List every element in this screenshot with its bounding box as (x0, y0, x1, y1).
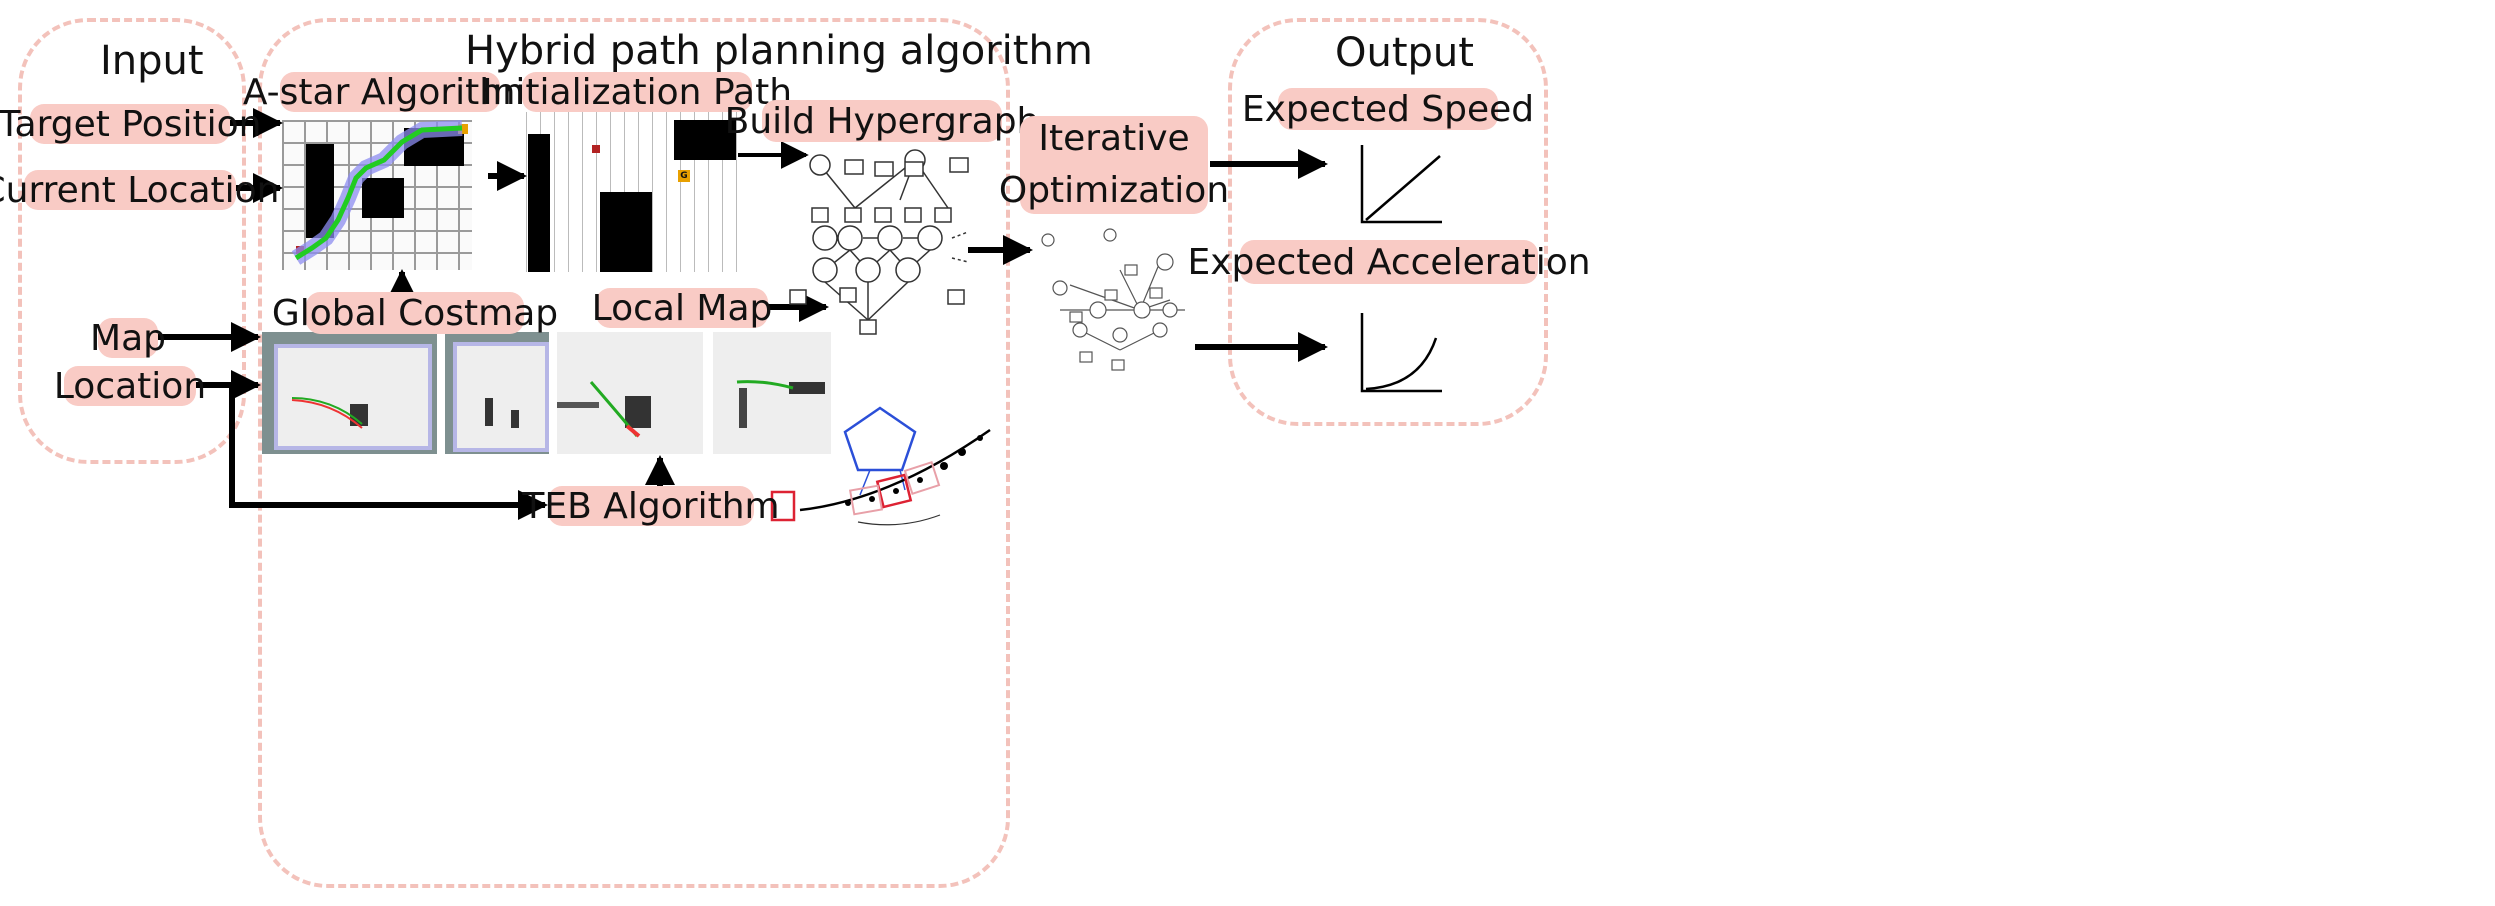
flow-arrows (158, 108, 1328, 520)
a-star-algorithm-label: A-star Algorithm (242, 71, 538, 113)
iterative-optimization-label: Iterative Optimization (999, 116, 1229, 214)
expected-speed-label: Expected Speed (1241, 88, 1535, 130)
teb-algorithm-label: TEB Algorithm (522, 485, 780, 527)
hypergraph-figure (789, 149, 969, 335)
arrow-location-to-teb (229, 385, 548, 520)
initialization-path-label: Initialization Path (481, 71, 793, 113)
output-group (1228, 18, 1548, 426)
obstacle-pentagon (843, 406, 917, 472)
global-costmap-label: Global Costmap (271, 292, 559, 334)
local-map-figure-1 (557, 332, 703, 454)
map-label: Map (90, 317, 166, 359)
target-position-label: Target Position (0, 103, 262, 145)
global-costmap-figure-1 (262, 332, 437, 454)
teb-figure (770, 406, 991, 526)
location-label: Location (53, 365, 207, 407)
a-star-grid-figure (282, 120, 472, 270)
acceleration-plot (1360, 313, 1442, 393)
iterative-optimization-line2: Optimization (998, 170, 1230, 211)
optimized-hypergraph-figure (1041, 228, 1185, 371)
goal-marker: G (678, 170, 690, 182)
input-group-title: Input (100, 38, 204, 84)
hybrid-planning-group (258, 18, 1010, 888)
current-location-label: Current Location (0, 169, 280, 211)
expected-acceleration-label: Expected Acceleration (1187, 240, 1591, 284)
local-map-label: Local Map (591, 287, 773, 329)
local-map-figure-2 (713, 332, 831, 454)
build-hypergraph-label: Build Hypergraph (724, 100, 1040, 142)
global-costmap-figure-2 (445, 332, 549, 454)
initialization-path-figure: G (526, 112, 738, 272)
hybrid-group-title: Hybrid path planning algorithm (465, 28, 1093, 74)
input-group (18, 18, 246, 464)
speed-plot (1360, 145, 1442, 224)
output-group-title: Output (1335, 30, 1474, 76)
iterative-optimization-line1: Iterative (1038, 118, 1190, 159)
